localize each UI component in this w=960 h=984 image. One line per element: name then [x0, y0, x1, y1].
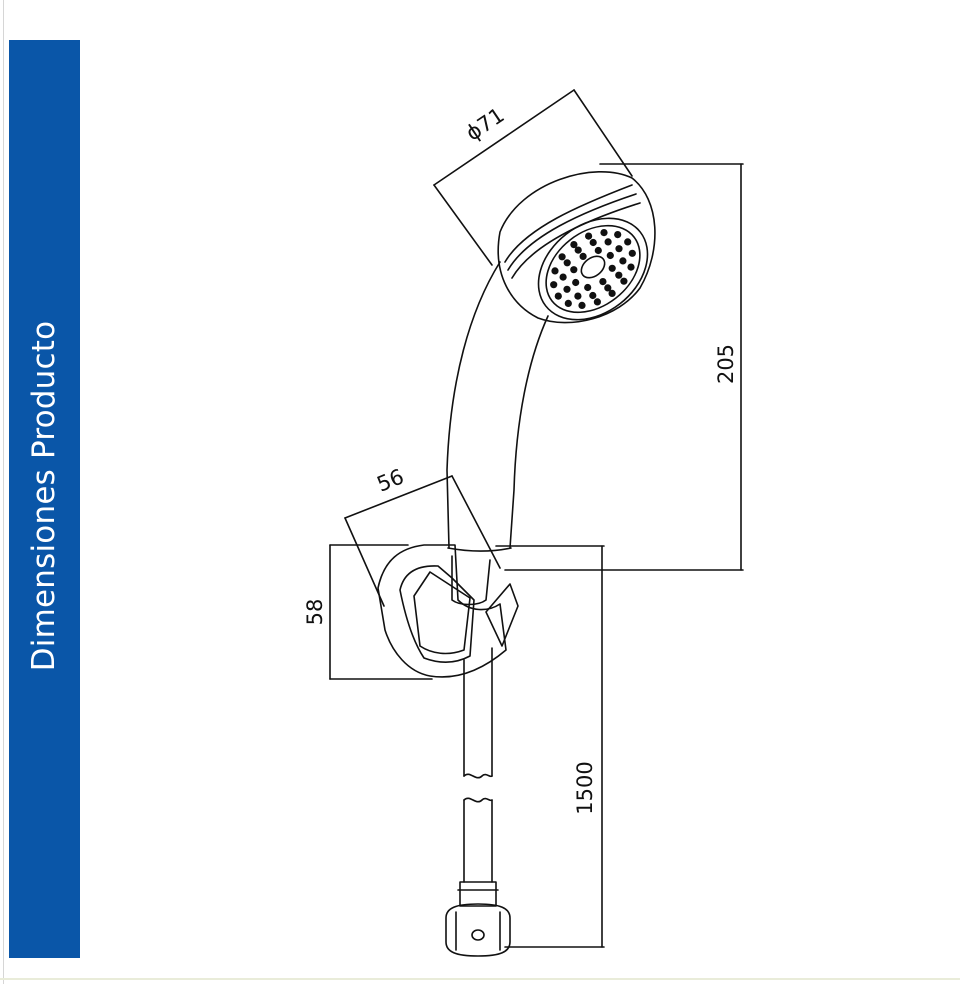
spray-nozzle	[608, 264, 616, 272]
dim-line	[433, 89, 575, 186]
spray-nozzle	[627, 263, 635, 271]
extension-line	[451, 475, 501, 569]
handle-outline-right	[509, 315, 549, 549]
spray-nozzle	[559, 273, 567, 281]
spray-nozzle	[619, 257, 627, 265]
spray-nozzles	[550, 229, 636, 309]
spray-nozzle	[628, 249, 636, 257]
spray-nozzle	[615, 245, 623, 253]
spray-nozzle	[585, 232, 593, 240]
extension-line	[573, 89, 633, 177]
shower-handle	[446, 261, 549, 606]
dimension-handle-length: 205	[504, 163, 744, 571]
shower-head	[497, 171, 656, 324]
handle-outline-left	[446, 261, 501, 549]
holder-base	[377, 544, 507, 678]
spray-nozzle	[550, 281, 558, 289]
spray-nozzle	[579, 252, 587, 260]
head-rim-ring	[511, 202, 641, 279]
hose-break-top	[463, 773, 493, 779]
spray-nozzle	[574, 246, 582, 254]
spray-nozzle	[599, 278, 607, 286]
holder-clip-face	[413, 571, 471, 655]
holder-side-tab	[485, 583, 519, 647]
handle-bottom-edge	[447, 547, 512, 552]
spray-nozzle	[564, 299, 572, 307]
spray-nozzle	[574, 292, 582, 300]
spray-nozzle	[589, 291, 597, 300]
shower-hose	[463, 647, 493, 883]
spray-nozzle	[584, 283, 592, 292]
dimension-holder-height: 58	[303, 544, 433, 680]
dimension-head-diameter: ϕ71	[433, 89, 633, 266]
spray-face	[537, 217, 649, 321]
spray-nozzle	[554, 292, 562, 300]
spray-nozzle	[563, 285, 571, 293]
spray-nozzle	[594, 246, 602, 255]
spray-face-inner	[545, 224, 641, 314]
spray-nozzle	[578, 301, 586, 309]
dim-line	[344, 475, 453, 519]
extension-line	[433, 184, 493, 266]
spray-center	[580, 255, 606, 279]
head-rim-ring	[507, 193, 637, 271]
head-rim-ring	[504, 184, 633, 263]
spray-nozzle	[593, 298, 602, 306]
holder-inner-plate	[399, 565, 475, 664]
holder-width-label: 56	[373, 464, 407, 496]
spray-nozzle	[606, 251, 614, 260]
spray-nozzle	[572, 278, 580, 287]
dimension-holder-width: 56	[344, 464, 501, 607]
spray-nozzle	[620, 277, 628, 285]
nut-collar	[459, 881, 497, 907]
wall-holder	[377, 544, 519, 678]
hose-length-label: 1500	[573, 761, 597, 814]
shower-head-body	[497, 171, 656, 324]
spray-nozzle	[614, 231, 622, 239]
nut-hole	[471, 929, 485, 941]
holder-height-label: 58	[303, 599, 327, 626]
extension-line	[344, 517, 385, 607]
nut-body	[445, 903, 511, 957]
spray-nozzle	[558, 253, 566, 261]
page-left-border	[3, 0, 4, 984]
spray-nozzle	[608, 289, 616, 297]
spray-nozzle	[589, 238, 597, 247]
spray-nozzle	[563, 259, 571, 267]
handle-length-label: 205	[714, 344, 738, 384]
spray-nozzle	[570, 241, 578, 249]
hose-break-bottom	[463, 797, 493, 803]
spray-nozzle	[615, 271, 623, 279]
spray-nozzle	[624, 238, 632, 246]
spray-nozzle	[570, 266, 578, 274]
side-banner	[9, 40, 80, 958]
hose-nut	[445, 881, 511, 957]
spray-nozzle	[600, 229, 608, 237]
spray-nozzle	[604, 284, 612, 292]
dimension-hose-length: 1500	[495, 545, 605, 948]
spray-nozzle	[551, 267, 559, 275]
spray-nozzle	[604, 238, 612, 246]
page-bottom-border	[0, 978, 960, 980]
